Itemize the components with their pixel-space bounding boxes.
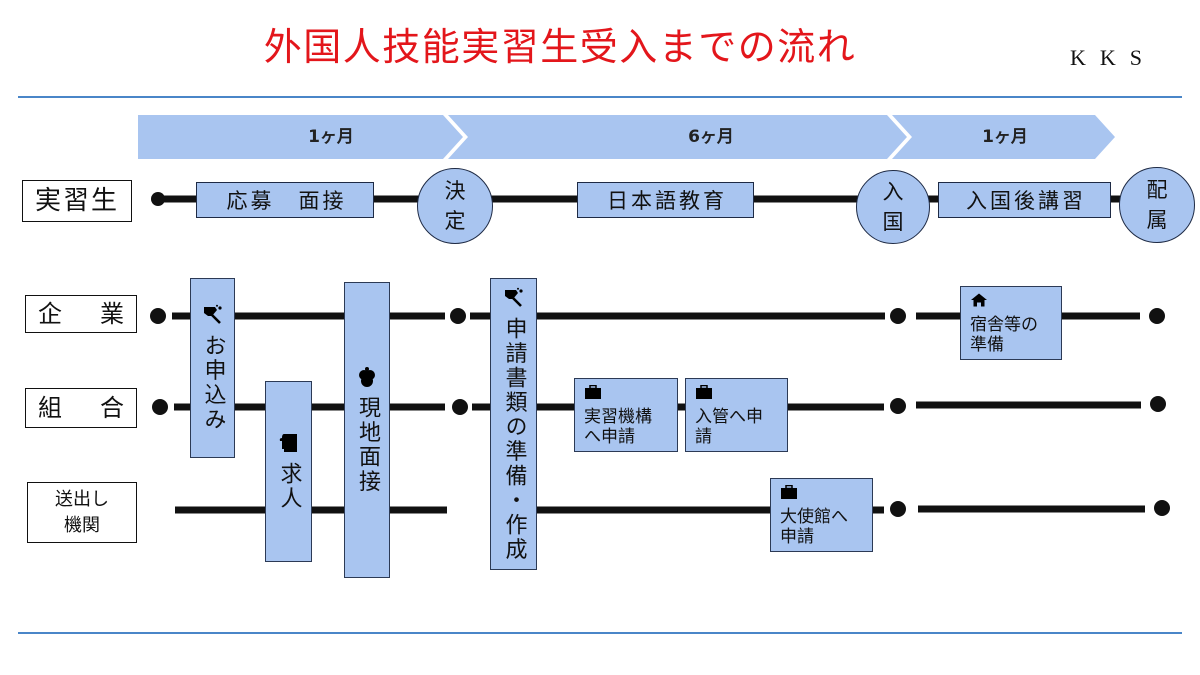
task-apply-immigration: 入管へ申請: [685, 378, 788, 452]
task-job-offer-label: 求人: [276, 462, 302, 511]
row-label-sending-org: 送出し機関: [27, 482, 137, 543]
milestone-dot: [450, 308, 466, 324]
milestone-dot: [151, 192, 165, 206]
home-icon: [970, 292, 988, 307]
task-apply-embassy-label: 大使館へ申請: [780, 507, 848, 547]
step-application-interview: 応募 面接: [196, 182, 374, 218]
row-label-union-text: 組 合: [38, 394, 131, 422]
writing-hand-icon: [503, 287, 525, 309]
briefcase-icon: [780, 484, 798, 499]
row-line-sending-org: [175, 500, 1170, 517]
task-apply-training-organization-label: 実習機構へ申請: [584, 407, 652, 447]
timeline-banner: 1ヶ月 6ヶ月 1ヶ月: [138, 115, 1115, 159]
milestone-dot: [890, 398, 906, 414]
task-housing-preparation-label: 宿舎等の準備: [970, 315, 1038, 355]
task-housing-preparation: 宿舎等の準備: [960, 286, 1062, 360]
brand-mark: KKS: [1070, 45, 1157, 70]
timeline-label-2: 6ヶ月: [688, 127, 734, 147]
milestone-dot: [890, 308, 906, 324]
task-onsite-interview: 現地面接: [344, 282, 390, 578]
timeline-segment-2: [448, 115, 907, 159]
page-title: 外国人技能実習生受入までの流れ: [263, 25, 857, 69]
step-entry-label: 入国: [882, 180, 904, 234]
milestone-dot: [152, 399, 168, 415]
task-application: お申込み: [190, 278, 235, 458]
row-label-company-text: 企 業: [38, 300, 131, 328]
milestone-dot: [150, 308, 166, 324]
document-icon: [278, 432, 300, 454]
task-apply-immigration-label: 入管へ申請: [695, 407, 763, 447]
step-decision-circle: 決定: [417, 168, 493, 244]
task-apply-training-organization: 実習機構へ申請: [574, 378, 678, 452]
step-entry-circle: 入国: [856, 170, 930, 244]
row-label-trainee: 実習生: [22, 180, 132, 222]
task-application-documents: 申請書類の準備・作成: [490, 278, 537, 570]
briefcase-icon: [695, 384, 713, 399]
timeline-label-1: 1ヶ月: [308, 127, 354, 147]
timeline-segment-1: [138, 115, 463, 159]
briefcase-icon: [584, 384, 602, 399]
handshake-icon: [356, 366, 378, 388]
milestone-dot: [1154, 500, 1170, 516]
task-application-documents-label: 申請書類の準備・作成: [501, 316, 527, 562]
step-assignment-label: 配属: [1146, 178, 1168, 232]
step-decision-label: 決定: [444, 179, 466, 233]
timeline-label-3: 1ヶ月: [982, 127, 1028, 147]
milestone-dot: [1149, 308, 1165, 324]
milestone-dot: [1150, 396, 1166, 412]
step-assignment-circle: 配属: [1119, 167, 1195, 243]
step-post-entry-training: 入国後講習: [938, 182, 1111, 218]
row-label-sending-org-text: 送出し機関: [55, 488, 109, 536]
step-japanese-education: 日本語教育: [577, 182, 754, 218]
task-job-offer: 求人: [265, 381, 312, 562]
writing-hand-icon: [202, 304, 224, 326]
task-apply-embassy: 大使館へ申請: [770, 478, 873, 552]
task-application-label: お申込み: [200, 334, 226, 432]
row-label-company: 企 業: [25, 295, 137, 333]
milestone-dot: [890, 501, 906, 517]
milestone-dot: [452, 399, 468, 415]
row-label-trainee-text: 実習生: [34, 186, 119, 216]
row-label-union: 組 合: [25, 388, 137, 428]
task-onsite-interview-label: 現地面接: [355, 396, 380, 494]
timeline-segment-3: [892, 115, 1115, 159]
